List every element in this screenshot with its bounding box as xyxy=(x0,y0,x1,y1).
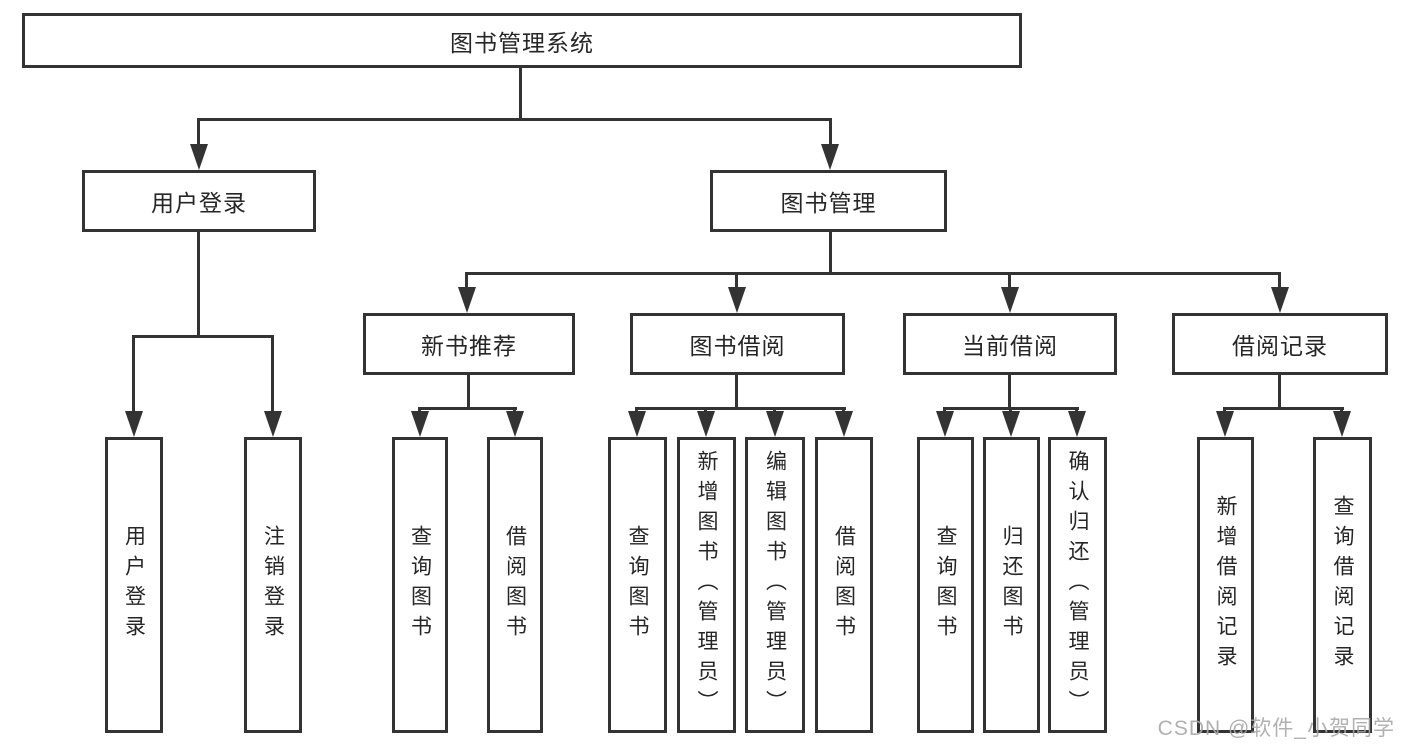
connector-drop-leaf-logout xyxy=(271,335,274,413)
node-library-management-system: 图书管理系统 xyxy=(22,13,1022,68)
leaf-query-borrow-record: 查询借阅记录 xyxy=(1313,437,1372,733)
arrow-down-icon xyxy=(411,411,429,437)
arrow-down-icon xyxy=(697,411,715,437)
leaf-query-book-borrowing: 查询图书 xyxy=(608,437,667,733)
connector-drop-leaf-user-login xyxy=(132,335,135,413)
leaf-logout-login: 注销登录 xyxy=(244,437,302,733)
leaf-add-borrow-record: 新增借阅记录 xyxy=(1197,437,1254,733)
connector-book-management-stem xyxy=(829,232,832,272)
connector-drop-book-borrowing xyxy=(735,272,738,289)
arrow-down-icon xyxy=(821,144,839,170)
watermark-text: CSDN @软件_小贺同学 xyxy=(1157,717,1395,740)
leaf-user-login: 用户登录 xyxy=(105,437,163,733)
arrow-down-icon xyxy=(1216,411,1234,437)
connector-drop-borrowing-records xyxy=(1278,272,1281,289)
node-book-management: 图书管理 xyxy=(710,170,947,232)
connector-book-management-branch xyxy=(466,272,1281,275)
arrow-down-icon xyxy=(506,411,524,437)
arrow-down-icon xyxy=(458,287,476,313)
connector-borrowing-records-branch xyxy=(1224,407,1344,410)
node-user-login: 用户登录 xyxy=(82,170,316,232)
connector-user-login-branch xyxy=(133,335,274,338)
connector-drop-user-login xyxy=(197,118,200,146)
leaf-borrow-book-recommendation: 借阅图书 xyxy=(487,437,543,733)
arrow-down-icon xyxy=(1271,287,1289,313)
arrow-down-icon xyxy=(1002,411,1020,437)
node-current-borrowing: 当前借阅 xyxy=(903,313,1117,375)
connector-root-stem xyxy=(519,68,522,118)
leaf-query-book-current: 查询图书 xyxy=(917,437,974,733)
arrow-down-icon xyxy=(1001,287,1019,313)
leaf-edit-book-admin: 编辑图书（管理员） xyxy=(745,437,805,733)
connector-drop-book-management xyxy=(829,118,832,146)
connector-book-borrowing-stem xyxy=(735,375,738,407)
leaf-borrow-book-borrowing: 借阅图书 xyxy=(815,437,873,733)
arrow-down-icon xyxy=(766,411,784,437)
arrow-down-icon xyxy=(1333,411,1351,437)
connector-current-borrowing-stem xyxy=(1008,375,1011,407)
arrow-down-icon xyxy=(264,411,282,437)
arrow-down-icon xyxy=(125,411,143,437)
node-book-borrowing: 图书借阅 xyxy=(630,313,845,375)
leaf-query-book-recommendation: 查询图书 xyxy=(392,437,448,733)
leaf-confirm-return-admin: 确认归还（管理员） xyxy=(1048,437,1107,733)
connector-drop-current-borrowing xyxy=(1008,272,1011,289)
connector-drop-new-book xyxy=(465,272,468,289)
connector-book-borrowing-branch xyxy=(636,407,846,410)
leaf-return-book: 归还图书 xyxy=(983,437,1040,733)
node-borrowing-records: 借阅记录 xyxy=(1172,313,1388,375)
arrow-down-icon xyxy=(628,411,646,437)
connector-borrowing-records-stem xyxy=(1278,375,1281,407)
arrow-down-icon xyxy=(936,411,954,437)
connector-new-book-stem xyxy=(467,375,470,407)
arrow-down-icon xyxy=(190,144,208,170)
connector-new-book-branch xyxy=(419,407,517,410)
arrow-down-icon xyxy=(728,287,746,313)
connector-user-login-stem xyxy=(197,232,200,335)
arrow-down-icon xyxy=(1068,411,1086,437)
leaf-add-book-admin: 新增图书（管理员） xyxy=(677,437,736,733)
arrow-down-icon xyxy=(835,411,853,437)
node-new-book-recommendation: 新书推荐 xyxy=(363,313,575,375)
connector-root-branch xyxy=(198,118,832,121)
